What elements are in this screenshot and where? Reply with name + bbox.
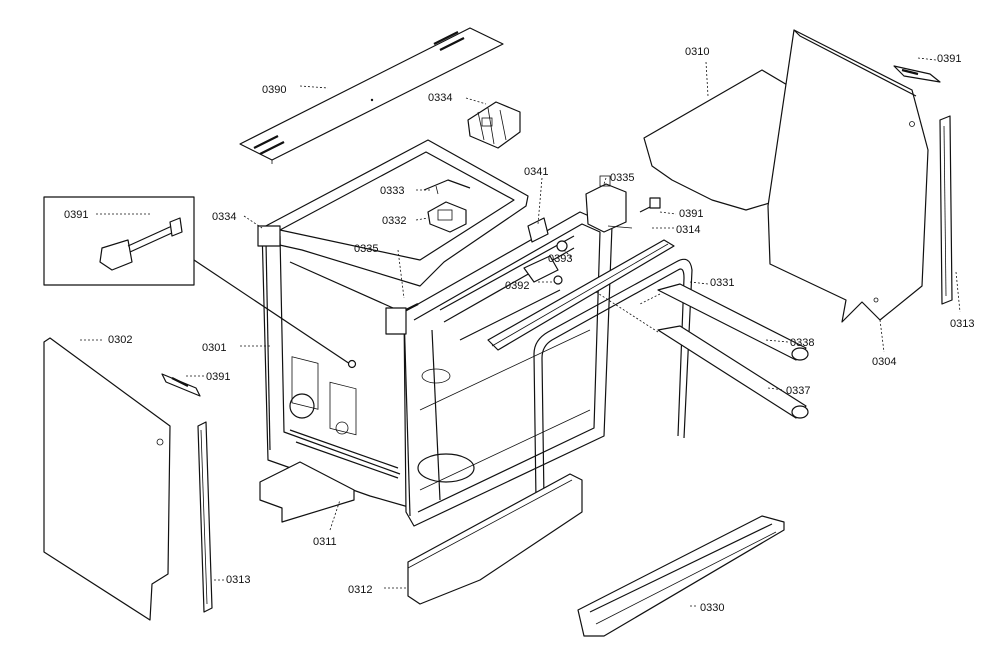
part-0331-u-frame bbox=[533, 258, 693, 501]
part-0332-latch bbox=[427, 201, 467, 233]
label-0332: 0332 bbox=[382, 215, 406, 227]
label-0391-mid: 0391 bbox=[679, 208, 703, 220]
leader-lines bbox=[80, 57, 961, 607]
label-0330: 0330 bbox=[700, 602, 724, 614]
label-0334-left: 0334 bbox=[212, 211, 236, 223]
label-0392: 0392 bbox=[505, 280, 529, 292]
part-0301-tub-frame bbox=[257, 139, 613, 527]
part-0313-trim-strip-left bbox=[197, 421, 213, 613]
label-0335-mid: 0335 bbox=[354, 243, 378, 255]
label-0335-top: 0335 bbox=[610, 172, 634, 184]
label-0391-top-right: 0391 bbox=[937, 53, 961, 65]
part-0337-slide-rail bbox=[657, 325, 809, 419]
part-0334-top-bracket bbox=[467, 101, 521, 149]
label-0301: 0301 bbox=[202, 342, 226, 354]
label-0341: 0341 bbox=[524, 166, 548, 178]
label-0393: 0393 bbox=[548, 253, 572, 265]
part-0314-rail bbox=[487, 239, 675, 351]
label-0302: 0302 bbox=[108, 334, 132, 346]
label-0390: 0390 bbox=[262, 84, 286, 96]
part-0302-front-panel bbox=[43, 337, 171, 621]
label-0331: 0331 bbox=[710, 277, 734, 289]
part-0392-bracket bbox=[523, 255, 563, 285]
part-labels: 0390 0334 0310 0391 0391 0334 0333 0341 … bbox=[64, 46, 974, 614]
label-0338: 0338 bbox=[790, 337, 814, 349]
part-0390-top-strip bbox=[239, 27, 504, 164]
part-0338-slide-rail bbox=[657, 283, 809, 361]
inset-detail-box bbox=[43, 196, 357, 369]
part-0391-clip-left bbox=[161, 373, 201, 397]
label-0314: 0314 bbox=[676, 224, 700, 236]
part-0391-screw-mid bbox=[639, 197, 661, 213]
label-0337: 0337 bbox=[786, 385, 810, 397]
label-0313-left: 0313 bbox=[226, 574, 250, 586]
part-0333-clip bbox=[423, 179, 471, 195]
label-0304: 0304 bbox=[872, 356, 896, 368]
label-0311: 0311 bbox=[313, 536, 337, 548]
label-0333: 0333 bbox=[380, 185, 404, 197]
part-0312-kick-plate bbox=[407, 473, 583, 605]
label-0312: 0312 bbox=[348, 584, 372, 596]
label-0310: 0310 bbox=[685, 46, 709, 58]
label-0391-left: 0391 bbox=[206, 371, 230, 383]
part-0393-pin bbox=[556, 240, 568, 252]
label-0334-top: 0334 bbox=[428, 92, 452, 104]
part-0335-corner-cap bbox=[585, 175, 627, 233]
part-0313-trim-strip-right bbox=[939, 115, 953, 305]
label-0391-inset: 0391 bbox=[64, 209, 88, 221]
part-0311-plinth bbox=[259, 461, 355, 523]
label-0313-right: 0313 bbox=[950, 318, 974, 330]
part-0391-clip-top-right bbox=[893, 65, 941, 83]
part-0341-bracket bbox=[527, 217, 549, 243]
part-0330-bottom-channel bbox=[577, 515, 785, 637]
